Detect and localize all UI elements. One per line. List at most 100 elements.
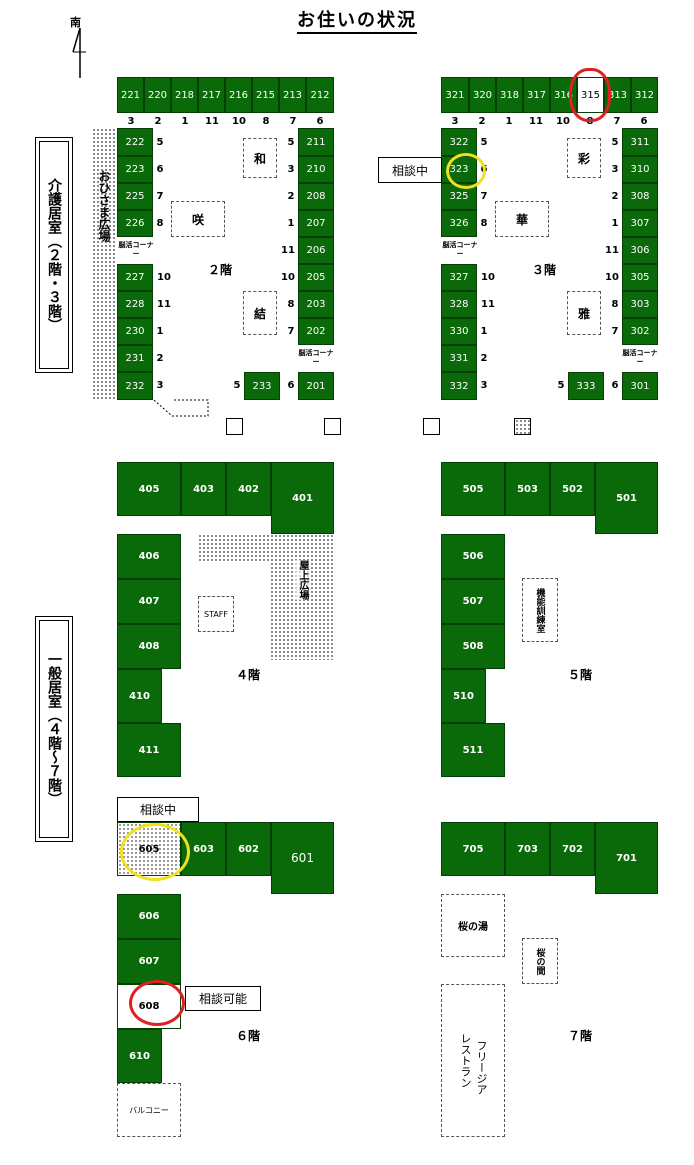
consulting-marker-icon: [120, 823, 190, 881]
floor-4-label: ４階: [236, 668, 261, 682]
room-505[interactable]: 505: [441, 462, 505, 516]
room-no: 1: [287, 218, 295, 229]
room-701[interactable]: 701: [595, 822, 658, 894]
room-601[interactable]: 601: [271, 822, 334, 894]
room-223[interactable]: 223: [117, 156, 153, 183]
room-311[interactable]: 311: [622, 128, 658, 156]
room-203[interactable]: 203: [298, 291, 334, 318]
room-303[interactable]: 303: [622, 291, 658, 318]
room-no: 7: [287, 326, 295, 337]
room-no: 3: [156, 380, 164, 391]
room-328[interactable]: 328: [441, 291, 477, 318]
room-510[interactable]: 510: [441, 669, 486, 723]
room-703[interactable]: 703: [505, 822, 550, 876]
room-408[interactable]: 408: [117, 624, 181, 669]
room-705[interactable]: 705: [441, 822, 505, 876]
stair-shape: [153, 399, 209, 417]
room-507[interactable]: 507: [441, 579, 505, 624]
room-306[interactable]: 306: [622, 237, 658, 264]
room-no: 10: [481, 272, 495, 283]
room-411[interactable]: 411: [117, 723, 181, 777]
room-216[interactable]: 216: [225, 77, 252, 113]
unit-saki: 咲: [171, 201, 225, 237]
room-202[interactable]: 202: [298, 318, 334, 345]
room-206[interactable]: 206: [298, 237, 334, 264]
room-233[interactable]: 233: [244, 372, 280, 400]
room-333[interactable]: 333: [568, 372, 604, 400]
room-205[interactable]: 205: [298, 264, 334, 291]
room-no: 11: [205, 116, 219, 127]
room-403[interactable]: 403: [181, 462, 226, 516]
room-226[interactable]: 226: [117, 210, 153, 237]
room-301[interactable]: 301: [622, 372, 658, 400]
room-602[interactable]: 602: [226, 822, 271, 876]
room-222[interactable]: 222: [117, 128, 153, 156]
room-302[interactable]: 302: [622, 318, 658, 345]
room-207[interactable]: 207: [298, 210, 334, 237]
room-331[interactable]: 331: [441, 345, 477, 372]
room-no: 7: [480, 191, 488, 202]
room-702[interactable]: 702: [550, 822, 595, 876]
rooftop-plaza-label: 屋上広場: [295, 560, 310, 600]
room-225[interactable]: 225: [117, 183, 153, 210]
room-208[interactable]: 208: [298, 183, 334, 210]
room-322[interactable]: 322: [441, 128, 477, 156]
room-215[interactable]: 215: [252, 77, 279, 113]
room-220[interactable]: 220: [144, 77, 171, 113]
room-307[interactable]: 307: [622, 210, 658, 237]
room-401[interactable]: 401: [271, 462, 334, 534]
room-317[interactable]: 317: [523, 77, 550, 113]
room-210[interactable]: 210: [298, 156, 334, 183]
room-232[interactable]: 232: [117, 372, 153, 400]
room-no: 1: [480, 326, 488, 337]
room-402[interactable]: 402: [226, 462, 271, 516]
floor-7-label: ７階: [568, 1029, 593, 1043]
room-305[interactable]: 305: [622, 264, 658, 291]
room-501[interactable]: 501: [595, 462, 658, 534]
room-308[interactable]: 308: [622, 183, 658, 210]
room-508[interactable]: 508: [441, 624, 505, 669]
room-506[interactable]: 506: [441, 534, 505, 579]
room-no: 1: [156, 326, 164, 337]
room-502[interactable]: 502: [550, 462, 595, 516]
room-228[interactable]: 228: [117, 291, 153, 318]
page-title: お住いの状況: [297, 6, 417, 34]
room-327[interactable]: 327: [441, 264, 477, 291]
room-no: 10: [157, 272, 171, 283]
room-321[interactable]: 321: [441, 77, 469, 113]
room-606[interactable]: 606: [117, 894, 181, 939]
room-212[interactable]: 212: [306, 77, 334, 113]
room-320[interactable]: 320: [469, 77, 496, 113]
room-312[interactable]: 312: [631, 77, 658, 113]
room-no: 11: [481, 299, 495, 310]
room-318[interactable]: 318: [496, 77, 523, 113]
room-610[interactable]: 610: [117, 1029, 162, 1083]
room-326[interactable]: 326: [441, 210, 477, 237]
room-217[interactable]: 217: [198, 77, 225, 113]
room-218[interactable]: 218: [171, 77, 198, 113]
room-406[interactable]: 406: [117, 534, 181, 579]
room-310[interactable]: 310: [622, 156, 658, 183]
room-511[interactable]: 511: [441, 723, 505, 777]
room-no: 5: [233, 380, 241, 391]
room-405[interactable]: 405: [117, 462, 181, 516]
room-213[interactable]: 213: [279, 77, 306, 113]
restaurant-freesia: レストラン フリージア: [441, 984, 505, 1137]
room-no: 1: [505, 116, 513, 127]
room-410[interactable]: 410: [117, 669, 162, 723]
room-230[interactable]: 230: [117, 318, 153, 345]
room-332[interactable]: 332: [441, 372, 477, 400]
room-607[interactable]: 607: [117, 939, 181, 984]
room-503[interactable]: 503: [505, 462, 550, 516]
room-407[interactable]: 407: [117, 579, 181, 624]
room-no: 11: [605, 245, 619, 256]
available-marker-icon: [129, 980, 185, 1026]
room-no: 6: [316, 116, 324, 127]
room-221[interactable]: 221: [117, 77, 144, 113]
room-231[interactable]: 231: [117, 345, 153, 372]
room-211[interactable]: 211: [298, 128, 334, 156]
room-330[interactable]: 330: [441, 318, 477, 345]
room-227[interactable]: 227: [117, 264, 153, 291]
room-201[interactable]: 201: [298, 372, 334, 400]
room-no: 2: [287, 191, 295, 202]
